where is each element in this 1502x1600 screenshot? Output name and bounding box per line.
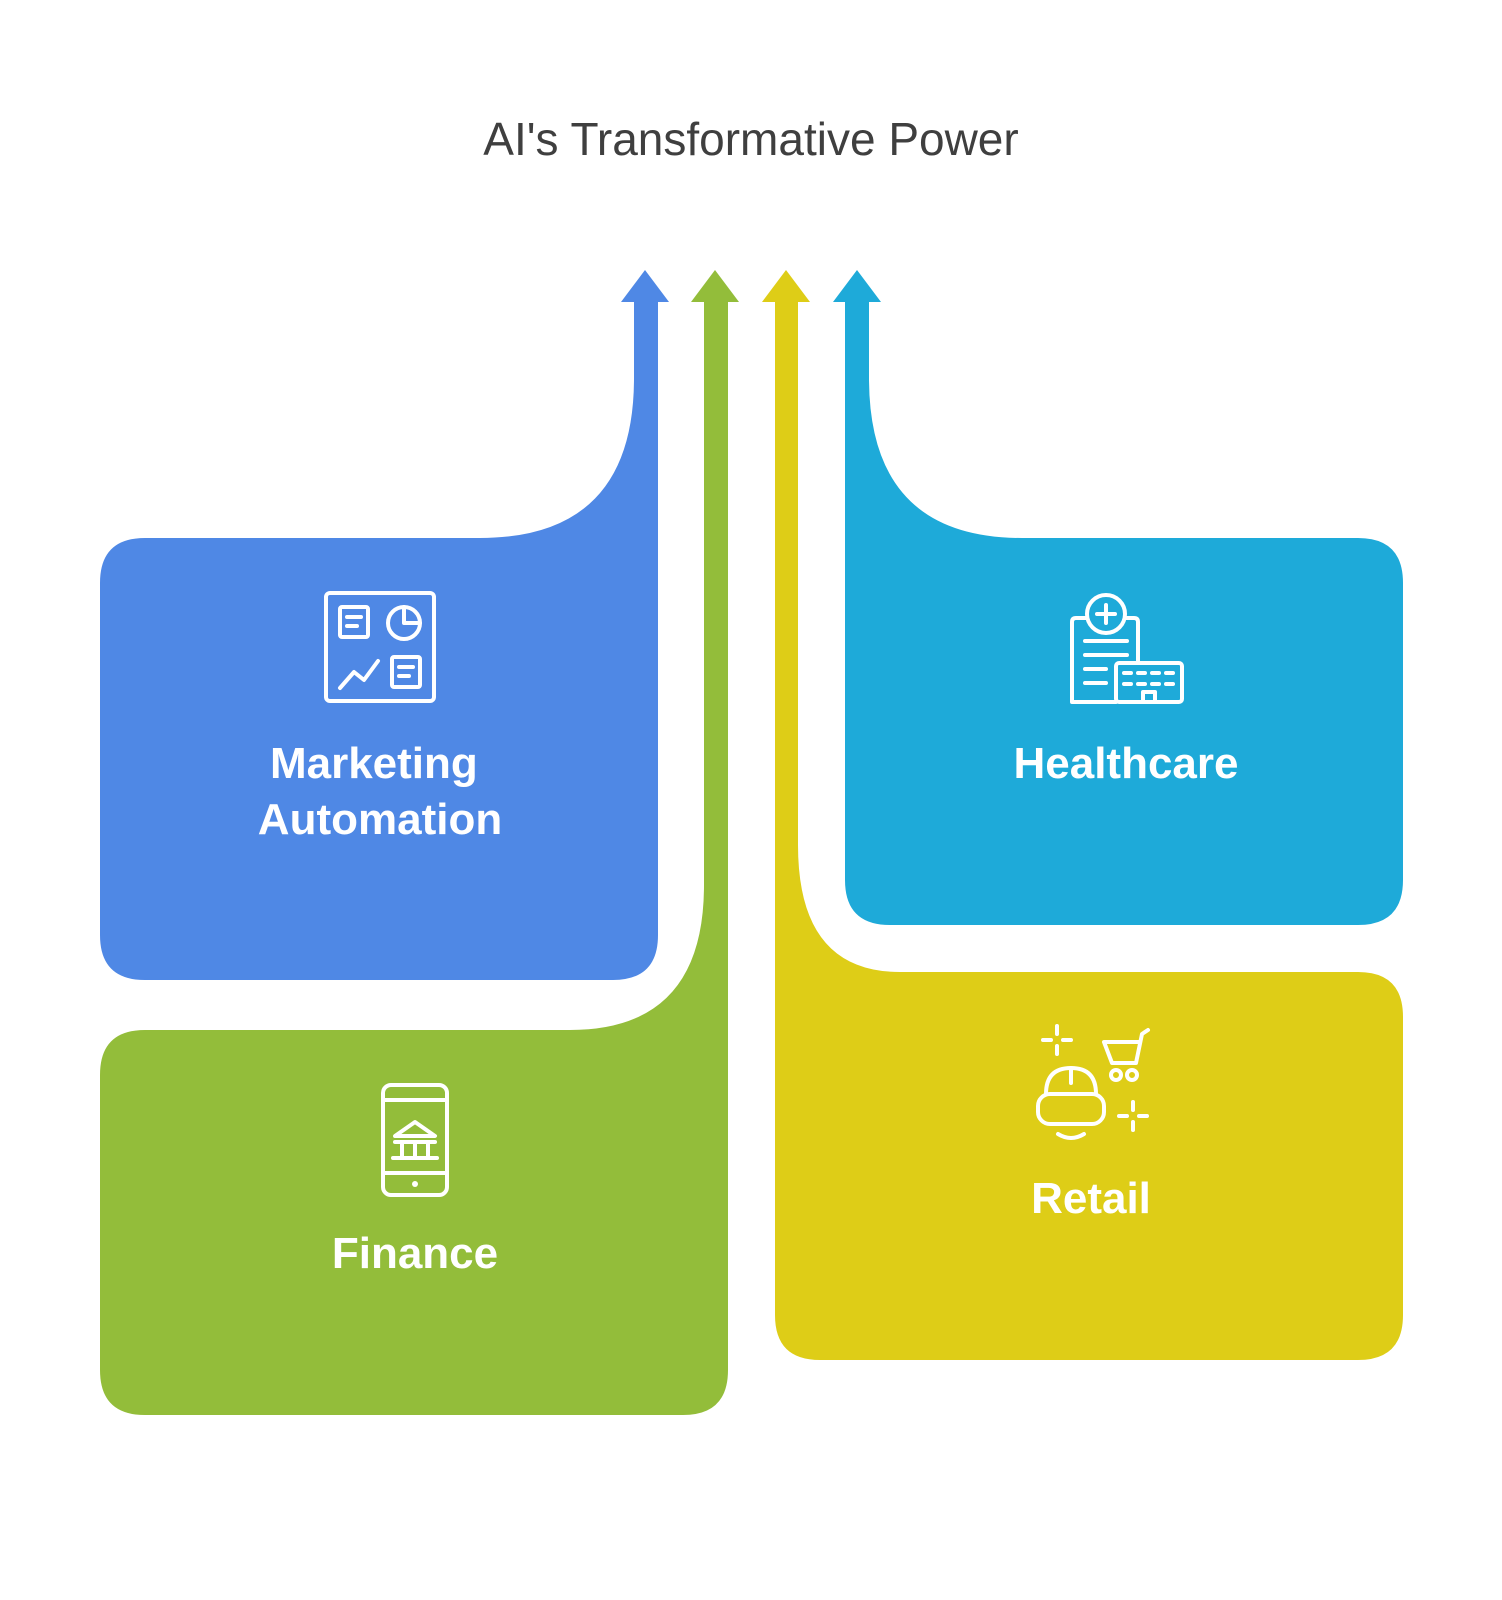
diagram-title: AI's Transformative Power (483, 113, 1018, 165)
finance-shape (100, 270, 739, 1415)
marketing-automation-label: Marketing Automation (258, 739, 502, 844)
healthcare-label: Healthcare (1013, 739, 1238, 788)
finance-label: Finance (332, 1229, 498, 1278)
hospital-icon (1070, 593, 1184, 704)
mobile-banking-icon (381, 1083, 449, 1197)
retail-label: Retail (1031, 1174, 1151, 1223)
vr-shopping-icon (1036, 1024, 1150, 1140)
retail-shape (762, 270, 1403, 1360)
analytics-dashboard-icon (324, 591, 436, 703)
marketing-automation-shape (100, 270, 669, 980)
